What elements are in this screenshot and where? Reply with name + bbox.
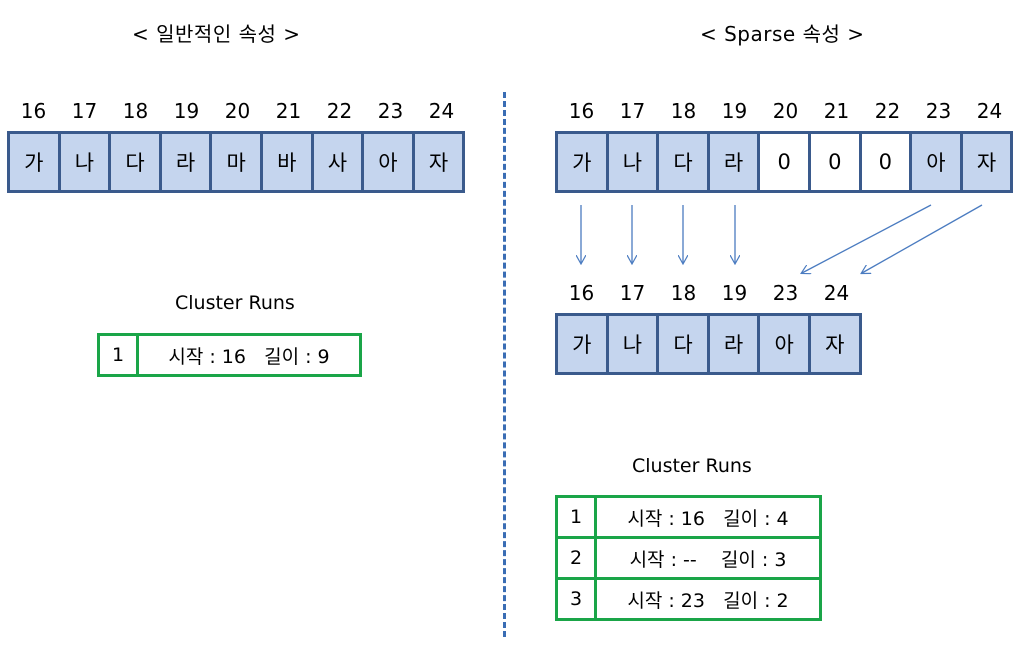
cluster-cell: 나 (60, 134, 109, 190)
run-row: 1 시작 : 16 길이 : 9 (100, 336, 359, 374)
cluster-index: 20 (224, 99, 251, 123)
cluster-index: 22 (326, 99, 353, 123)
cluster-cell: 가 (558, 134, 606, 190)
cluster-index: 24 (428, 99, 455, 123)
sparse-index-row: 16 17 18 19 20 21 22 23 24 (556, 98, 1015, 124)
sparse-cluster-row: 가 나 다 라 0 0 0 아 자 (555, 131, 1014, 193)
cluster-index: 18 (670, 281, 697, 305)
sparse-zero-cell: 0 (861, 134, 910, 190)
cluster-index: 24 (976, 99, 1003, 123)
cluster-index: 23 (772, 281, 799, 305)
normal-attribute-title: < 일반적인 속성 > (132, 22, 301, 46)
cluster-index: 21 (275, 99, 302, 123)
sparse-zero-cell: 0 (810, 134, 859, 190)
run-info: 시작 : 16 길이 : 9 (139, 336, 359, 374)
normal-index-row: 16 17 18 19 20 21 22 23 24 (8, 98, 467, 124)
cluster-index: 20 (772, 99, 799, 123)
cluster-index: 23 (925, 99, 952, 123)
cluster-index: 18 (670, 99, 697, 123)
cluster-cell: 다 (659, 316, 707, 372)
cluster-cell: 아 (760, 316, 808, 372)
cluster-cell: 라 (709, 316, 758, 372)
cluster-cell: 가 (10, 134, 58, 190)
sparse-attribute-title: < Sparse 속성 > (700, 22, 865, 46)
run-index: 1 (100, 336, 136, 374)
normal-runs-table: 1 시작 : 16 길이 : 9 (97, 333, 362, 377)
run-info: 시작 : 23 길이 : 2 (597, 580, 819, 618)
section-divider (503, 92, 506, 637)
cluster-cell: 다 (659, 134, 707, 190)
compact-index-row: 16 17 18 19 23 24 (556, 280, 862, 306)
cluster-index: 17 (71, 99, 98, 123)
sparse-runs-table: 1 시작 : 16 길이 : 4 2 시작 : -- 길이 : 3 3 시작 :… (555, 495, 822, 621)
run-row: 1 시작 : 16 길이 : 4 (558, 498, 819, 536)
run-info: 시작 : 16 길이 : 4 (597, 498, 819, 536)
cluster-cell: 가 (558, 316, 606, 372)
arrow-icon (862, 204, 983, 273)
cluster-index: 16 (20, 99, 47, 123)
normal-cluster-row: 가 나 다 라 마 바 사 아 자 (7, 131, 466, 193)
cluster-index: 16 (568, 99, 595, 123)
cluster-index: 18 (122, 99, 149, 123)
cluster-index: 17 (619, 281, 646, 305)
cluster-index: 21 (823, 99, 850, 123)
cluster-index: 22 (874, 99, 901, 123)
cluster-cell: 자 (414, 134, 463, 190)
cluster-cell: 아 (364, 134, 412, 190)
cluster-cell: 라 (709, 134, 758, 190)
cluster-index: 24 (823, 281, 850, 305)
cluster-index: 16 (568, 281, 595, 305)
compact-cluster-row: 가 나 다 라 아 자 (555, 313, 862, 375)
run-row: 2 시작 : -- 길이 : 3 (558, 539, 819, 577)
cluster-cell: 나 (608, 316, 657, 372)
normal-runs-label: Cluster Runs (175, 292, 295, 314)
cluster-cell: 자 (810, 316, 859, 372)
cluster-cell: 아 (912, 134, 960, 190)
cluster-cell: 바 (262, 134, 311, 190)
cluster-index: 19 (173, 99, 200, 123)
cluster-cell: 라 (161, 134, 210, 190)
run-index: 1 (558, 498, 594, 536)
cluster-cell: 자 (962, 134, 1011, 190)
run-index: 2 (558, 539, 594, 577)
cluster-index: 19 (721, 281, 748, 305)
cluster-cell: 다 (111, 134, 159, 190)
cluster-cell: 사 (313, 134, 362, 190)
run-row: 3 시작 : 23 길이 : 2 (558, 580, 819, 618)
sparse-zero-cell: 0 (760, 134, 808, 190)
cluster-index: 19 (721, 99, 748, 123)
cluster-cell: 나 (608, 134, 657, 190)
cluster-cell: 마 (212, 134, 260, 190)
arrow-icon (802, 204, 932, 273)
cluster-index: 17 (619, 99, 646, 123)
cluster-index: 23 (377, 99, 404, 123)
run-info: 시작 : -- 길이 : 3 (597, 539, 819, 577)
run-index: 3 (558, 580, 594, 618)
sparse-runs-label: Cluster Runs (632, 455, 752, 477)
